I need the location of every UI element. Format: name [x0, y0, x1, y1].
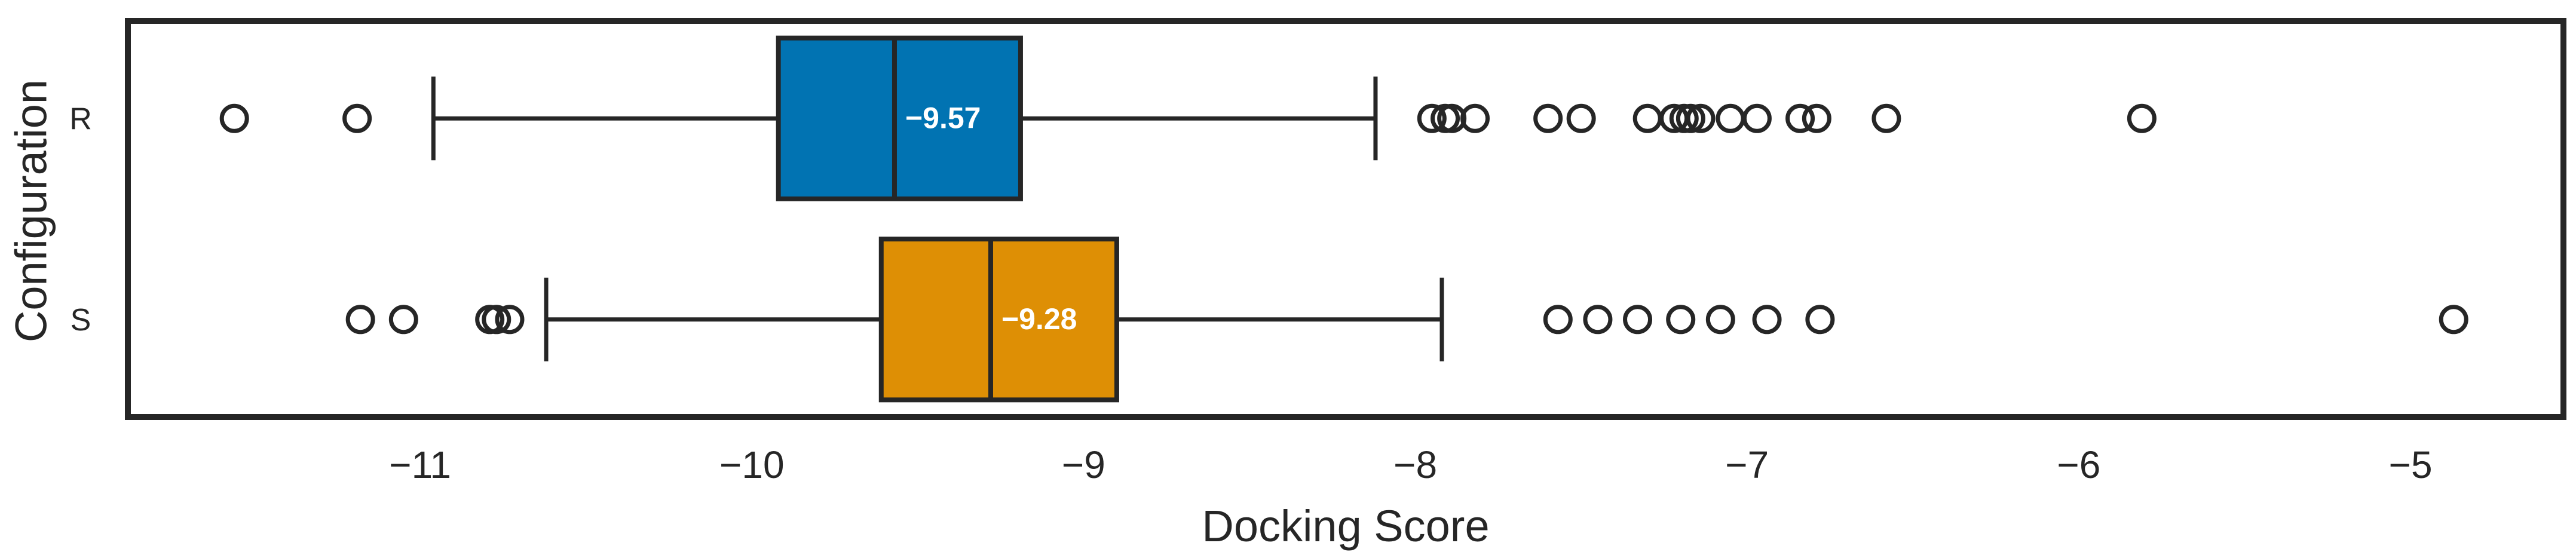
outlier-point — [345, 305, 375, 335]
outlier-point — [1785, 103, 1815, 133]
outlier-point — [1533, 103, 1563, 133]
outlier-point — [1632, 103, 1662, 133]
outlier-point — [1705, 305, 1735, 335]
outlier-point — [1460, 103, 1490, 133]
category-label-R: R — [69, 102, 92, 136]
outlier-point — [219, 103, 249, 133]
median-label: −9.28 — [1001, 302, 1077, 336]
x-tick-label: −9 — [1062, 443, 1105, 486]
x-tick-label: −6 — [2057, 443, 2100, 486]
outlier-point — [1752, 305, 1782, 335]
outlier-point — [1742, 103, 1772, 133]
outlier-point — [1543, 305, 1573, 335]
box-group-S: −9.28 — [345, 237, 2468, 403]
outlier-point — [1716, 103, 1745, 133]
outlier-point — [1566, 103, 1596, 133]
outlier-point — [495, 305, 525, 335]
box-group-R: −9.57 — [219, 35, 2157, 201]
median-label: −9.57 — [905, 101, 981, 134]
outlier-point — [388, 305, 418, 335]
outlier-point — [482, 305, 511, 335]
x-tick-label: −8 — [1393, 443, 1437, 486]
outlier-point — [1623, 305, 1653, 335]
y-axis-title: Configuration — [6, 79, 56, 343]
iqr-box — [776, 35, 1023, 201]
outlier-point — [1805, 305, 1835, 335]
x-tick-label: −11 — [389, 443, 451, 486]
outlier-point — [1417, 103, 1447, 133]
x-tick-label: −10 — [719, 443, 785, 486]
x-tick-label: −5 — [2389, 443, 2433, 486]
outlier-point — [1676, 103, 1705, 133]
outlier-point — [2127, 103, 2157, 133]
outlier-point — [1871, 103, 1901, 133]
category-label-S: S — [71, 303, 91, 338]
iqr-box — [878, 237, 1119, 403]
outlier-point — [1666, 305, 1696, 335]
outlier-point — [2439, 305, 2468, 335]
outlier-point — [1802, 103, 1831, 133]
x-axis-title: Docking Score — [1202, 501, 1490, 551]
outlier-point — [1686, 103, 1716, 133]
plot-frame — [125, 18, 2566, 420]
x-tick-label: −7 — [1725, 443, 1769, 486]
outlier-point — [1583, 305, 1613, 335]
outlier-point — [342, 103, 372, 133]
